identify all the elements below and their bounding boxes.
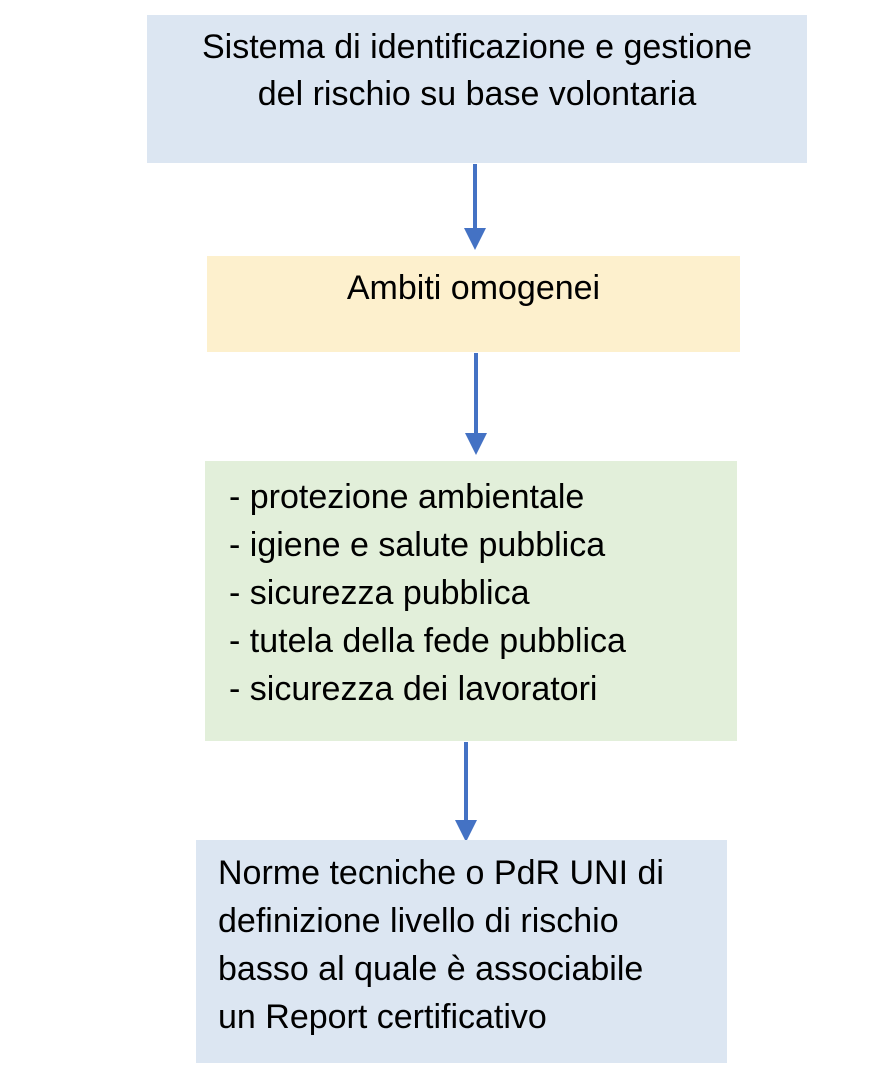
flow-box-norme-line-4: un Report certificativo [218, 998, 547, 1036]
flow-box-norme-line-3: basso al quale è associabile [218, 950, 644, 988]
flow-box-sistema-line-2: del rischio su base volontaria [257, 75, 697, 113]
list-item-igiene-salute-pubblica: - igiene e salute pubblica [229, 526, 606, 564]
list-item-protezione-ambientale: - protezione ambientale [229, 478, 585, 516]
flow-box-sistema: Sistema di identificazione e gestione de… [147, 15, 807, 163]
arrow-down-3 [455, 742, 477, 842]
arrow-down-2 [465, 353, 487, 455]
list-item-sicurezza-pubblica: - sicurezza pubblica [229, 574, 530, 612]
flow-box-norme: Norme tecniche o PdR UNI di definizione … [196, 840, 727, 1063]
flow-box-norme-line-1: Norme tecniche o PdR UNI di [218, 854, 664, 892]
list-item-sicurezza-lavoratori: - sicurezza dei lavoratori [229, 670, 598, 708]
arrow-down-1 [464, 164, 486, 250]
flow-box-ambiti-label: Ambiti omogenei [346, 269, 601, 307]
flow-box-ambiti: Ambiti omogenei [207, 256, 740, 352]
list-item-tutela-fede-pubblica: - tutela della fede pubblica [229, 622, 626, 660]
flow-box-norme-line-2: definizione livello di rischio [218, 902, 619, 940]
flow-box-ambiti-list: - protezione ambientale - igiene e salut… [205, 461, 737, 741]
flow-box-sistema-line-1: Sistema di identificazione e gestione [202, 28, 752, 66]
